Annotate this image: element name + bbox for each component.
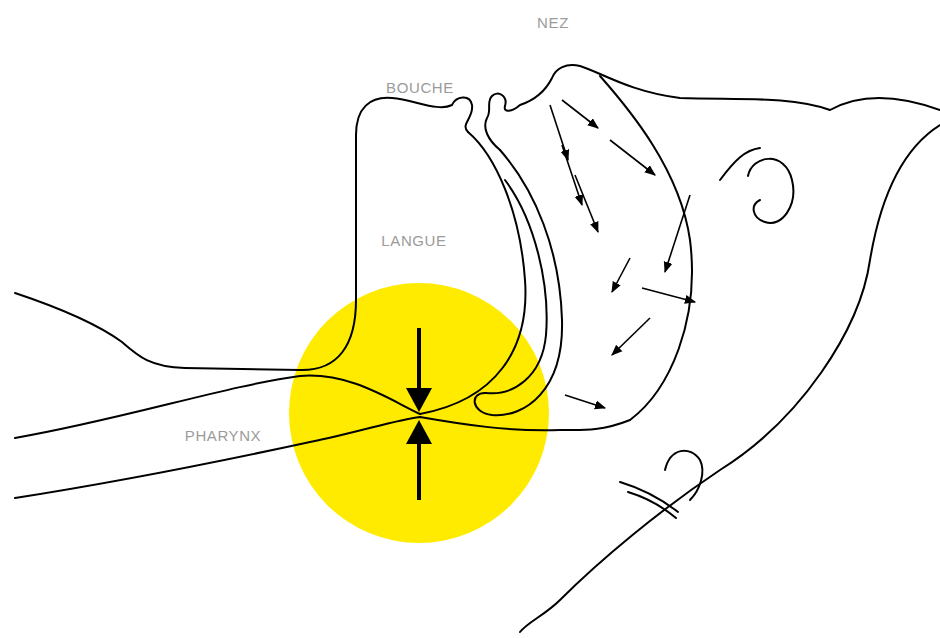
airway-lower: [15, 417, 560, 498]
neck-detail: [720, 148, 760, 180]
neck-outline: [520, 125, 940, 632]
tongue-outline: [420, 132, 525, 414]
compression-arrows: [406, 328, 432, 500]
neck-detail: [620, 482, 678, 512]
anatomy-label: NEZ: [537, 14, 569, 31]
palate-outline: [475, 150, 562, 415]
anatomy-label: BOUCHE: [386, 79, 454, 96]
neck-detail: [665, 451, 702, 500]
neck-detail: [628, 492, 676, 518]
face-profile: [485, 65, 940, 150]
pharynx-wall: [560, 76, 692, 430]
anatomy-label: LANGUE: [381, 232, 446, 249]
anatomy-label: PHARYNX: [185, 427, 261, 444]
ear: [748, 159, 793, 223]
jaw-outline: [15, 97, 472, 370]
airflow-arrows: [550, 100, 695, 408]
